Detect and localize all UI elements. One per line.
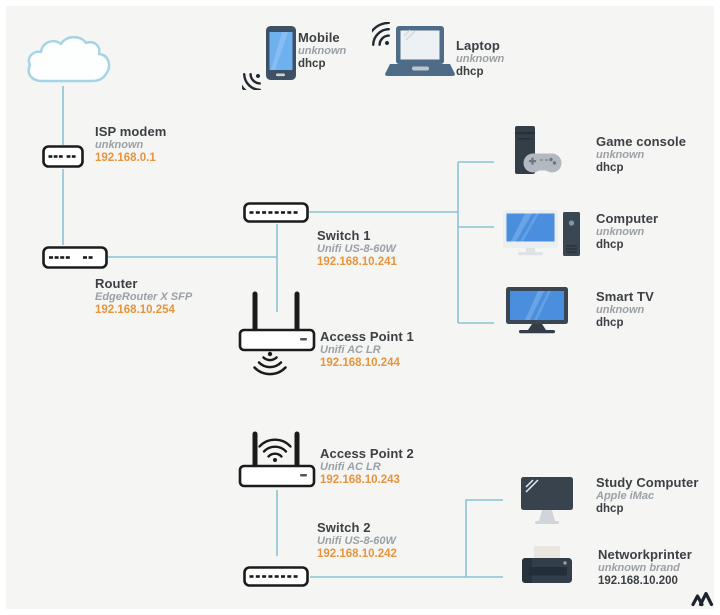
router-model: EdgeRouter X SFP: [95, 291, 193, 303]
switch-icon: [243, 566, 309, 587]
access-point2-address: 192.168.10.243: [320, 474, 400, 486]
switch1-label: Switch 1 Unifi US-8-60W 192.168.10.241: [317, 228, 397, 269]
watermark-logo: [690, 589, 714, 607]
study-computer-node: [521, 477, 573, 527]
isp-modem-node: [42, 145, 84, 168]
router-icon: [42, 246, 108, 269]
access-point1-model: Unifi AC LR: [320, 344, 381, 356]
laptop-icon: [365, 21, 455, 76]
router-label: Router EdgeRouter X SFP 192.168.10.254: [95, 276, 192, 317]
internet-node: [22, 33, 114, 89]
networkprinter-title: Networkprinter: [598, 547, 692, 562]
game-console-icon: [515, 126, 562, 174]
switch2-title: Switch 2: [317, 520, 371, 535]
switch1-title: Switch 1: [317, 228, 371, 243]
access-point2-label: Access Point 2 Unifi AC LR 192.168.10.24…: [320, 446, 414, 487]
switch2-address: 192.168.10.242: [317, 548, 397, 560]
computer-address: dhcp: [596, 239, 624, 251]
smart-tv-icon: [506, 287, 568, 334]
computer-model: unknown: [596, 226, 645, 238]
smart-tv-model: unknown: [596, 304, 645, 316]
cloud-icon: [27, 35, 111, 83]
computer-label: Computer unknown dhcp: [596, 211, 658, 252]
switch1-address: 192.168.10.241: [317, 256, 397, 268]
isp-modem-label: ISP modem unknown 192.168.0.1: [95, 124, 166, 165]
access-point-icon: [238, 291, 316, 376]
networkprinter-node: [521, 545, 573, 591]
isp-modem-model: unknown: [95, 139, 144, 151]
mobile-model: unknown: [298, 45, 347, 57]
computer-title: Computer: [596, 211, 659, 226]
smart-tv-address: dhcp: [596, 317, 624, 329]
game-console-title: Game console: [596, 134, 687, 149]
study-computer-title: Study Computer: [596, 475, 699, 490]
study-computer-label: Study Computer Apple iMac dhcp: [596, 475, 699, 516]
laptop-title: Laptop: [456, 38, 500, 53]
branch-study: [465, 499, 503, 577]
switch2-node: [243, 566, 309, 587]
mobile-node: [236, 24, 300, 98]
wifi-waves-icon: [365, 21, 390, 46]
desktop-computer-icon: [503, 210, 580, 256]
networkprinter-model: unknown brand: [598, 562, 680, 574]
mobile-phone-icon: [236, 26, 296, 98]
switch-icon: [243, 202, 309, 223]
switch2-model: Unifi US-8-60W: [317, 535, 396, 547]
isp-modem-title: ISP modem: [95, 124, 167, 139]
router-title: Router: [95, 276, 138, 291]
router-node: [42, 246, 108, 269]
study-computer-model: Apple iMac: [596, 490, 655, 502]
access-point1-address: 192.168.10.244: [320, 357, 400, 369]
access-point2-node: [238, 428, 316, 490]
imac-icon: [521, 477, 573, 524]
access-point2-title: Access Point 2: [320, 446, 414, 461]
laptop-model: unknown: [456, 53, 505, 65]
smart-tv-title: Smart TV: [596, 289, 654, 304]
access-point1-title: Access Point 1: [320, 329, 414, 344]
printer-icon: [522, 546, 572, 583]
computer-node: [503, 206, 581, 258]
game-console-address: dhcp: [596, 162, 624, 174]
switch2-label: Switch 2 Unifi US-8-60W 192.168.10.242: [317, 520, 397, 561]
gamepad-icon: [523, 153, 562, 173]
networkprinter-address: 192.168.10.200: [598, 575, 678, 587]
wifi-waves-icon: [253, 351, 287, 376]
router-address: 192.168.10.254: [95, 304, 175, 316]
laptop-node: [365, 21, 456, 86]
networkprinter-label: Networkprinter unknown brand 192.168.10.…: [598, 547, 692, 588]
switch1-model: Unifi US-8-60W: [317, 243, 396, 255]
access-point-icon: [238, 431, 316, 488]
access-point1-node: [238, 286, 316, 376]
modem-icon: [42, 145, 84, 168]
laptop-address: dhcp: [456, 66, 484, 78]
laptop-label: Laptop unknown dhcp: [456, 38, 504, 79]
game-console-model: unknown: [596, 149, 645, 161]
isp-modem-address: 192.168.0.1: [95, 152, 156, 164]
mobile-address: dhcp: [298, 58, 326, 70]
game-console-label: Game console unknown dhcp: [596, 134, 686, 175]
mobile-label: Mobile unknown dhcp: [298, 30, 346, 71]
mobile-title: Mobile: [298, 30, 340, 45]
game-console-node: [505, 126, 567, 178]
logo-icon: [691, 591, 714, 607]
wifi-waves-icon: [258, 438, 292, 462]
smart-tv-label: Smart TV unknown dhcp: [596, 289, 654, 330]
access-point2-model: Unifi AC LR: [320, 461, 381, 473]
access-point1-label: Access Point 1 Unifi AC LR 192.168.10.24…: [320, 329, 414, 370]
switch1-node: [243, 202, 309, 223]
study-computer-address: dhcp: [596, 503, 624, 515]
smart-tv-node: [506, 287, 568, 334]
